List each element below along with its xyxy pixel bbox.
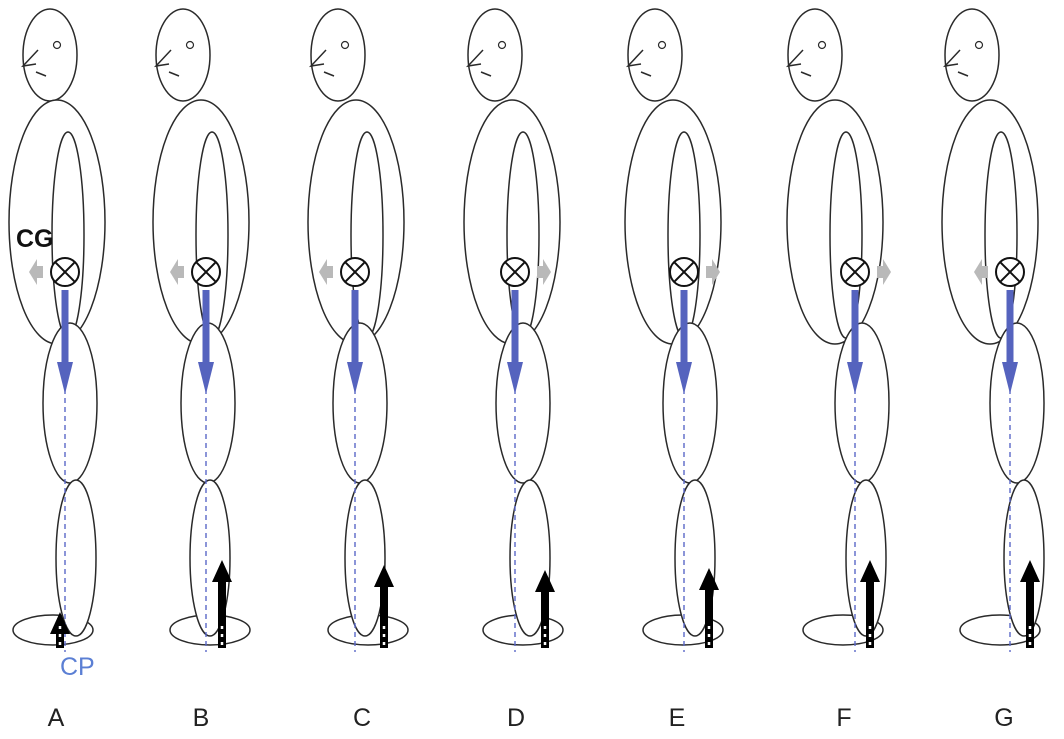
shank bbox=[1004, 480, 1044, 636]
eye-icon bbox=[342, 42, 349, 49]
panel-label: D bbox=[507, 704, 525, 732]
head bbox=[311, 9, 365, 101]
thigh bbox=[496, 323, 550, 483]
panel-label: B bbox=[193, 704, 210, 732]
eye-icon bbox=[659, 42, 666, 49]
head bbox=[23, 9, 77, 101]
figure-panel-f: F bbox=[787, 9, 891, 732]
eye-icon bbox=[499, 42, 506, 49]
shank bbox=[345, 480, 385, 636]
thigh bbox=[663, 323, 717, 483]
panel-label: E bbox=[669, 704, 686, 732]
panel-label: A bbox=[48, 704, 65, 732]
thigh bbox=[835, 323, 889, 483]
shank bbox=[56, 480, 96, 636]
eye-icon bbox=[819, 42, 826, 49]
thigh bbox=[43, 323, 97, 483]
head bbox=[788, 9, 842, 101]
thigh bbox=[990, 323, 1044, 483]
eye-icon bbox=[187, 42, 194, 49]
eye-icon bbox=[54, 42, 61, 49]
head bbox=[945, 9, 999, 101]
panel-label: G bbox=[994, 704, 1013, 732]
cg-label: CG bbox=[16, 225, 54, 253]
figure-panel-e: E bbox=[625, 9, 723, 732]
thigh bbox=[333, 323, 387, 483]
panel-label: F bbox=[836, 704, 851, 732]
head bbox=[156, 9, 210, 101]
figure-panel-c: C bbox=[308, 9, 408, 732]
figure-panel-d: D bbox=[464, 9, 563, 732]
head bbox=[468, 9, 522, 101]
eye-icon bbox=[976, 42, 983, 49]
cp-label: CP bbox=[60, 653, 95, 681]
figure-panel-a: A bbox=[9, 9, 105, 732]
figure-panel-g: G bbox=[942, 9, 1044, 732]
head bbox=[628, 9, 682, 101]
figure-panel-b: B bbox=[153, 9, 250, 732]
arm bbox=[196, 132, 228, 338]
panel-label: C bbox=[353, 704, 371, 732]
